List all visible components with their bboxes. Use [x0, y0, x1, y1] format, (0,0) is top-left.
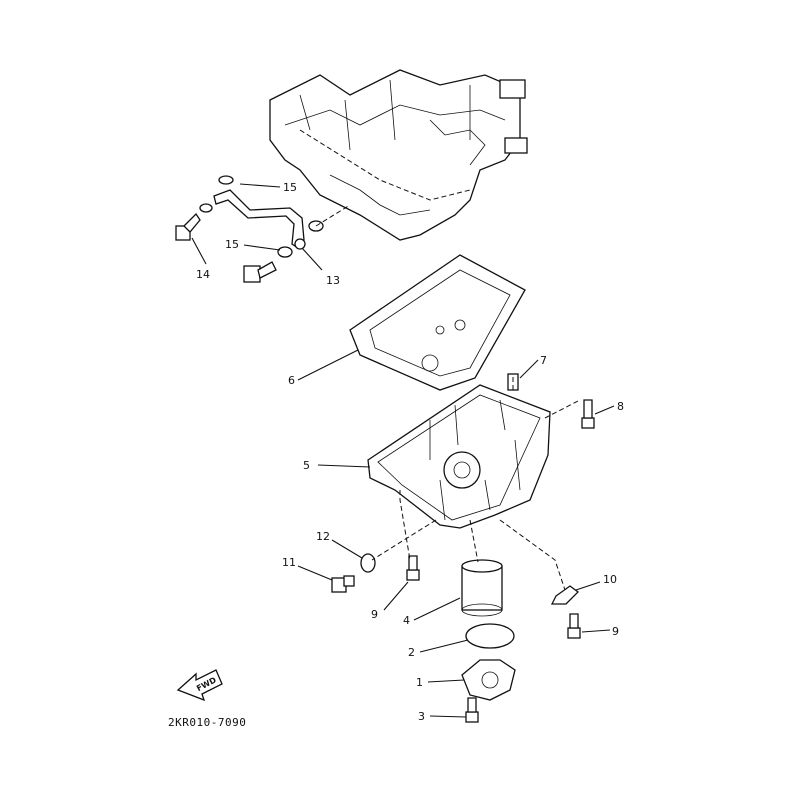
- o-ring-2: [465, 623, 515, 649]
- bolt-3: [465, 697, 479, 723]
- callout-6: 6: [288, 374, 295, 387]
- callout-1: 1: [416, 676, 423, 689]
- union-bolt-14-a: [175, 212, 201, 241]
- callout-11: 11: [282, 556, 296, 569]
- callout-14: 14: [196, 268, 210, 281]
- diagram-code: 2KR010-7090: [168, 716, 246, 729]
- callout-8: 8: [617, 400, 624, 413]
- callout-2: 2: [408, 646, 415, 659]
- oil-pan-gasket: [349, 254, 526, 391]
- washer-15-mid: [199, 203, 213, 213]
- drain-plug-11: [331, 575, 355, 593]
- assembly-lines: [315, 204, 581, 591]
- callout-15-upper: 15: [283, 181, 297, 194]
- bolt-8: [581, 399, 595, 429]
- crankcase-outline: [269, 69, 528, 241]
- callout-4: 4: [403, 614, 410, 627]
- forward-arrow-icon: FWD: [176, 669, 223, 702]
- oil-pan: [367, 384, 551, 529]
- clamp-10: [550, 585, 579, 605]
- oil-filter-4: [461, 559, 503, 617]
- callout-10: 10: [603, 573, 617, 586]
- callout-15-lower: 15: [225, 238, 239, 251]
- filter-cover-1: [461, 659, 516, 701]
- washer-15-lower: [277, 246, 293, 258]
- callout-12: 12: [316, 530, 330, 543]
- callout-7: 7: [540, 354, 547, 367]
- union-bolt-14-b: [243, 261, 277, 283]
- washer-15-upper: [218, 175, 234, 185]
- callout-9-right: 9: [612, 625, 619, 638]
- callout-9-left: 9: [371, 608, 378, 621]
- gasket-12: [360, 553, 376, 573]
- bolt-9-right: [567, 613, 581, 639]
- callout-3: 3: [418, 710, 425, 723]
- bolt-9-left: [406, 555, 420, 581]
- leader-lines: [191, 183, 615, 718]
- callout-13: 13: [326, 274, 340, 287]
- callout-5: 5: [303, 459, 310, 472]
- oil-pipe: [213, 189, 306, 250]
